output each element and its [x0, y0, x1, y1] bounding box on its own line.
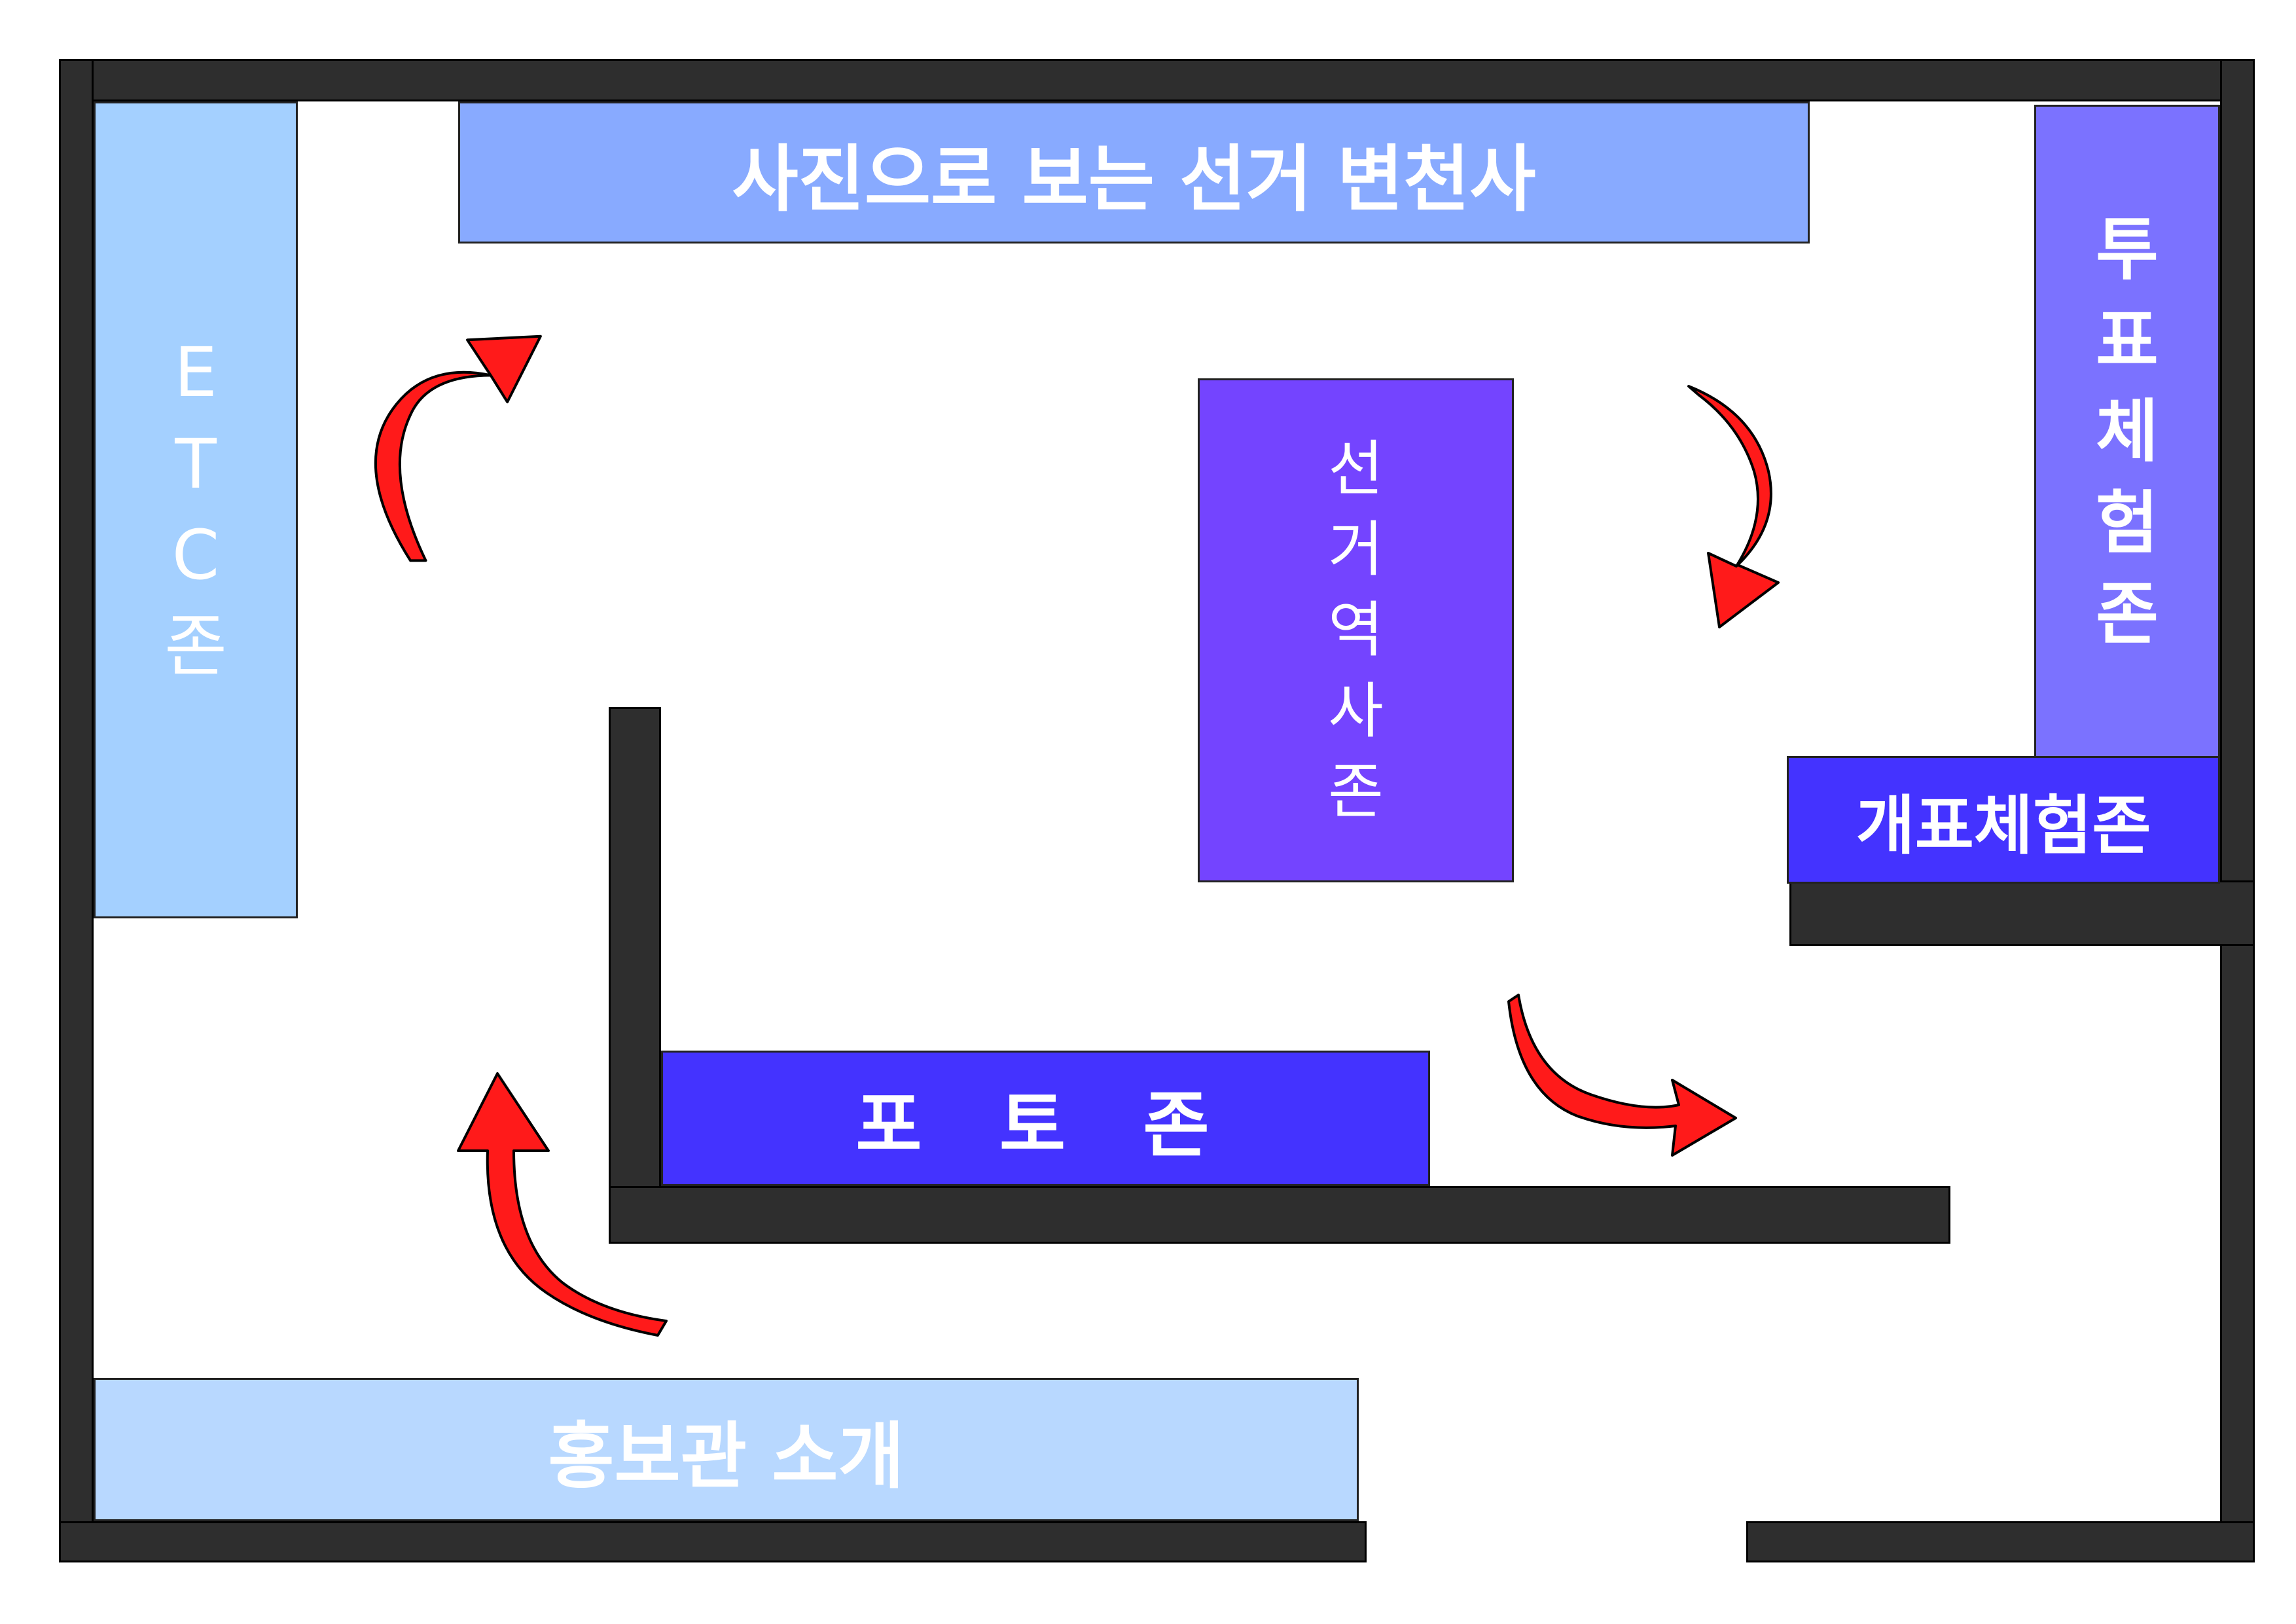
- zone-photo-history-label: 사진으로 보는 선거 변천사: [732, 137, 1536, 221]
- zone-pr-intro-label: 홍보관 소개: [548, 1414, 905, 1498]
- flow-arrow-icon: [1507, 994, 1737, 1157]
- zone-etc: ETC존: [94, 101, 298, 918]
- zone-photo-zone-label: 포 토 존: [855, 1083, 1236, 1167]
- zone-election-history-label: 선거역사존: [1328, 433, 1384, 827]
- zone-voting-experience: 투표체험존: [2034, 105, 2220, 759]
- outer-wall-bottom-right: [1746, 1521, 2255, 1562]
- zone-photo-history: 사진으로 보는 선거 변천사: [458, 101, 1810, 244]
- zone-counting-experience: 개표체험존: [1787, 756, 2220, 884]
- zone-etc-label: ETC존: [164, 333, 227, 687]
- zone-voting-experience-label: 투표체험존: [2096, 209, 2159, 655]
- flow-arrow-icon: [1687, 385, 1780, 628]
- zone-pr-intro: 홍보관 소개: [94, 1378, 1359, 1521]
- zone-counting-experience-label: 개표체험존: [1856, 788, 2151, 863]
- flow-arrow-icon: [374, 334, 542, 562]
- flow-arrow-icon: [457, 1072, 668, 1337]
- zone-election-history: 선거역사존: [1198, 378, 1514, 882]
- inner-wall-vertical: [609, 707, 661, 1244]
- inner-wall-horizontal: [609, 1186, 1950, 1244]
- zone-photo-zone: 포 토 존: [661, 1051, 1430, 1186]
- outer-wall-top: [59, 59, 2255, 101]
- outer-wall-left: [59, 59, 94, 1562]
- outer-wall-bottom-left: [59, 1521, 1367, 1562]
